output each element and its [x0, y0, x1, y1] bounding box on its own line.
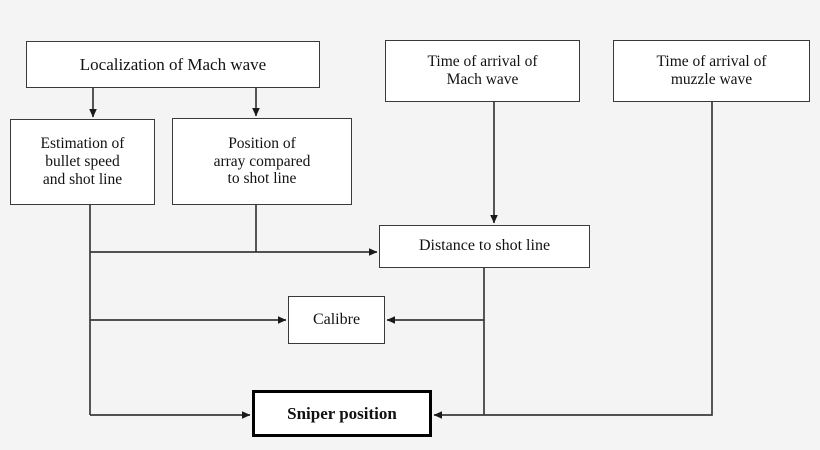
node-estimation-of-bullet-speed[interactable]: Estimation of bullet speed and shot line — [10, 119, 155, 205]
node-distance-to-shot-line[interactable]: Distance to shot line — [379, 225, 590, 268]
node-time-of-arrival-muzzle-wave[interactable]: Time of arrival of muzzle wave — [613, 40, 810, 102]
node-localization-of-mach-wave[interactable]: Localization of Mach wave — [26, 41, 320, 88]
node-position-of-array[interactable]: Position of array compared to shot line — [172, 118, 352, 205]
node-sniper-position[interactable]: Sniper position — [252, 390, 432, 437]
node-time-of-arrival-mach-wave[interactable]: Time of arrival of Mach wave — [385, 40, 580, 102]
node-calibre[interactable]: Calibre — [288, 296, 385, 344]
